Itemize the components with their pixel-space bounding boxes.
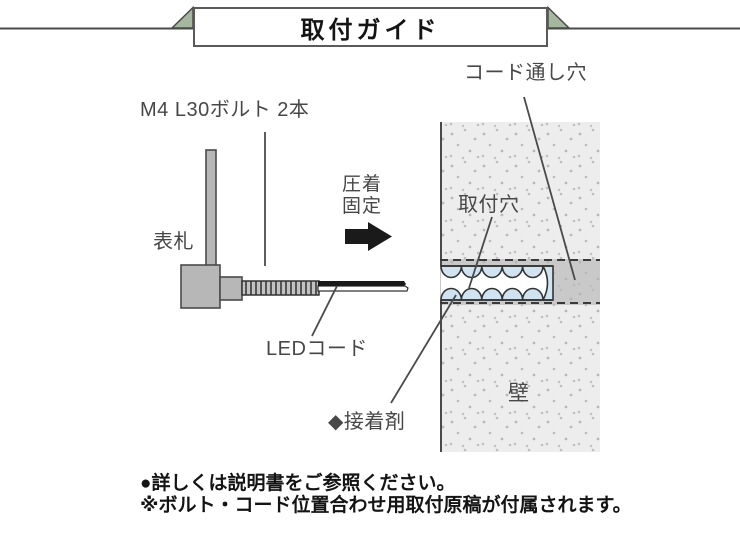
banner-left-accent [170, 5, 194, 29]
bolt-threads [241, 280, 320, 296]
led-cord-leader-line [311, 285, 338, 337]
nameplate-plate [205, 149, 217, 269]
adhesive-leader-line [390, 294, 457, 404]
led-cord-dark-strand [318, 281, 406, 286]
note-template-included: ※ボルト・コード位置合わせ用取付原稿が付属されます。 [140, 495, 632, 516]
cord-hole-label: コード通し穴 [464, 62, 587, 84]
cord-hole-leader-line [523, 96, 576, 281]
press-fix-label: 圧着 固定 [342, 174, 382, 218]
title-banner: 取付ガイド [193, 7, 548, 47]
bolt-collar [219, 276, 243, 301]
nameplate-base-block [180, 264, 221, 309]
nameplate-assembly [180, 149, 409, 309]
press-fix-line2: 固定 [342, 196, 383, 217]
bolt-label: M4 L30ボルト 2本 [140, 99, 310, 121]
press-fix-arrow-icon [345, 222, 392, 251]
nameplate-label: 表札 [153, 231, 194, 253]
page-title: 取付ガイド [300, 16, 441, 44]
adhesive-scallops-bottom [440, 287, 544, 301]
leader-lines [264, 96, 576, 404]
adhesive-label: ◆接着剤 [328, 411, 406, 433]
led-cord-line [317, 285, 409, 292]
press-fix-line1: 圧着 [342, 174, 383, 195]
mounting-hole [440, 265, 554, 301]
led-cord-label: LEDコード [266, 338, 368, 360]
wall-label: 壁 [508, 382, 530, 405]
mount-hole-leader-line [468, 216, 493, 289]
banner-right-accent [547, 5, 571, 29]
mount-hole-label: 取付穴 [458, 194, 520, 216]
adhesive-scallops-top [440, 265, 544, 279]
note-refer-manual: ●詳しくは説明書をご参照ください。 [140, 473, 456, 494]
